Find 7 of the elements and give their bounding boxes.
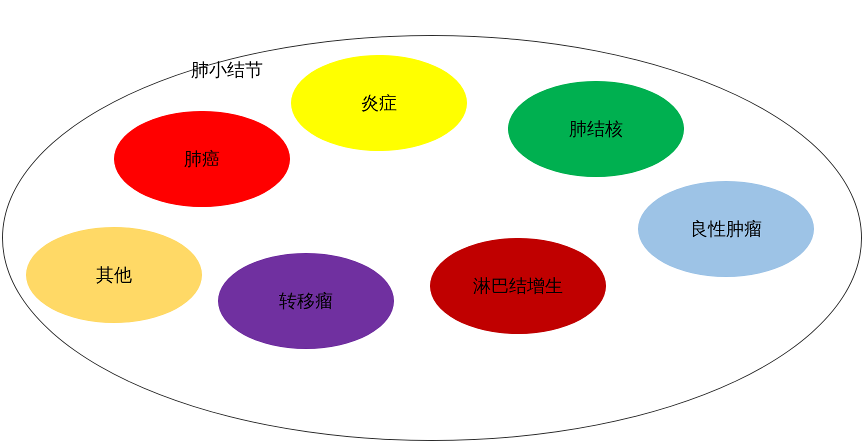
category-ellipse: 良性肿瘤 [638, 181, 814, 277]
category-ellipse: 炎症 [291, 55, 467, 151]
category-ellipse: 肺癌 [114, 111, 290, 207]
category-ellipse: 淋巴结增生 [430, 238, 606, 334]
category-ellipse: 转移瘤 [218, 253, 394, 349]
category-ellipse: 其他 [26, 227, 202, 323]
category-ellipse: 肺结核 [508, 81, 684, 177]
